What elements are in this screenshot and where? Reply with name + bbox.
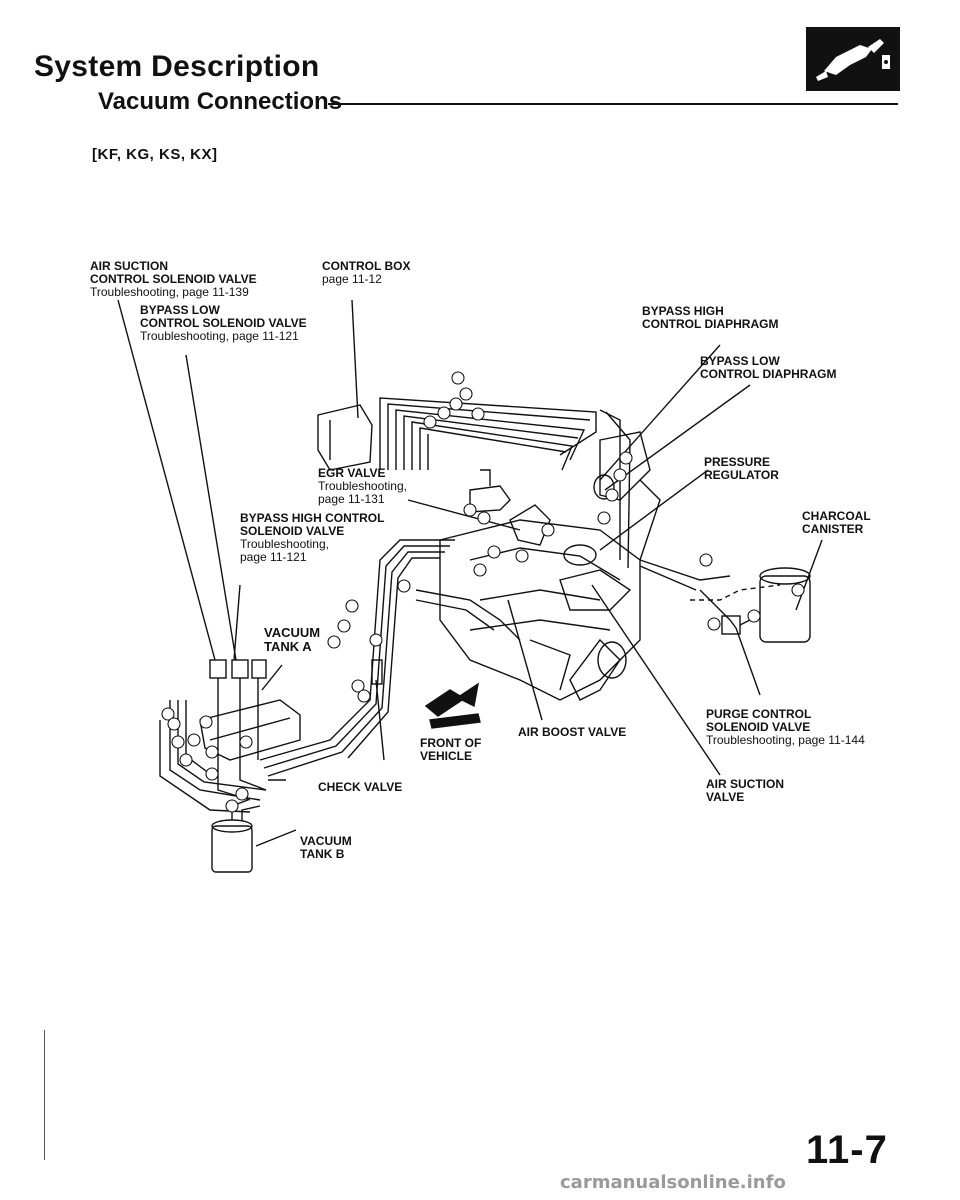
fuel-section-icon (806, 27, 900, 91)
watermark: carmanualsonline.info (560, 1172, 786, 1193)
bypass-high-control-solenoid-label: BYPASS HIGH CONTROL SOLENOID VALVE Troub… (240, 511, 385, 564)
bypass-low-control-solenoid-label: BYPASS LOW CONTROL SOLENOID VALVE Troubl… (140, 303, 307, 343)
charcoal-canister-label: CHARCOAL CANISTER (802, 509, 871, 536)
control-box-label: CONTROL BOX page 11-12 (322, 259, 411, 286)
air-suction-control-solenoid-label: AIR SUCTION CONTROL SOLENOID VALVE Troub… (90, 259, 257, 299)
egr-valve-label: EGR VALVE Troubleshooting, page 11-131 (318, 466, 407, 506)
header-rule (328, 103, 898, 105)
pressure-regulator-label: PRESSURE REGULATOR (704, 455, 779, 482)
bypass-high-control-diaphragm-label: BYPASS HIGH CONTROL DIAPHRAGM (642, 304, 779, 331)
check-valve-label: CHECK VALVE (318, 780, 403, 794)
bypass-low-control-diaphragm-label: BYPASS LOW CONTROL DIAPHRAGM (700, 354, 837, 381)
model-codes: [KF, KG, KS, KX] (92, 146, 218, 163)
vacuum-tank-a-label: VACUUM TANK A (264, 625, 321, 654)
page-title: System Description (34, 50, 320, 83)
margin-line (44, 1030, 45, 1160)
page-number: 11-7 (806, 1128, 888, 1172)
purge-control-solenoid-label: PURGE CONTROL SOLENOID VALVE Troubleshoo… (706, 707, 865, 747)
air-suction-valve-label: AIR SUCTION VALVE (706, 777, 784, 804)
vacuum-tank-b-label: VACUUM TANK B (300, 834, 352, 861)
front-of-vehicle-label: FRONT OF VEHICLE (420, 736, 482, 763)
section-subtitle: Vacuum Connections (98, 88, 343, 115)
air-boost-valve-label: AIR BOOST VALVE (518, 725, 627, 739)
